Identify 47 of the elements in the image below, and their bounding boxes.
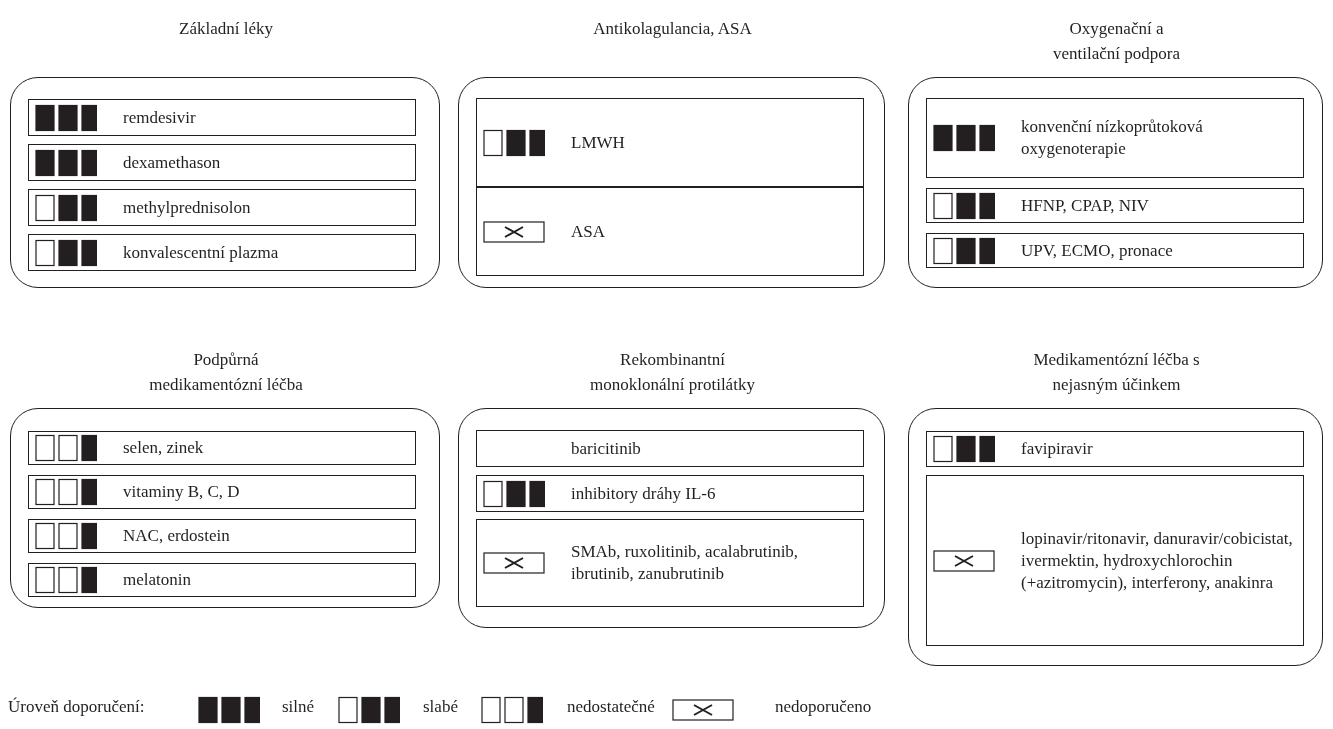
treatment-row — [28, 234, 416, 271]
treatment-name: konvenční nízkoprůtoková oxygenoterapie — [1021, 116, 1204, 160]
treatment-row — [28, 431, 416, 465]
treatment-name: methylprednisolon — [123, 196, 252, 219]
group-heading: Rekombinantní monoklonální protilátky — [589, 349, 756, 396]
treatment-row — [28, 563, 416, 597]
group-heading: Medikamentózní léčba s nejasným účinkem — [1032, 349, 1201, 396]
legend-text: nedoporučeno — [775, 697, 872, 717]
treatment-row — [926, 188, 1304, 223]
treatment-name: UPV, ECMO, pronace — [1021, 239, 1174, 262]
treatment-name: melatonin — [123, 569, 192, 591]
treatment-row — [476, 475, 864, 512]
treatment-row — [28, 475, 416, 509]
legend-text: nedostatečné — [567, 697, 655, 717]
treatment-name: LMWH — [571, 131, 626, 154]
treatment-name: HFNP, CPAP, NIV — [1021, 194, 1150, 217]
treatment-row — [476, 98, 864, 187]
legend-text: silné — [282, 697, 315, 717]
group-heading: Oxygenační a ventilační podpora — [1052, 18, 1181, 65]
treatment-name: dexamethason — [123, 151, 222, 174]
treatment-name: lopinavir/ritonavir, danuravir/cobicistat, ivermektin, hydroxychlorochin (+azitromycin), interferony, anakinra — [1021, 527, 1294, 594]
treatment-name: favipiravir — [1021, 438, 1094, 460]
group-heading: Antikolagulancia, ASA — [592, 18, 753, 40]
treatment-name: ASA — [571, 220, 606, 243]
legend-heading: Úroveň doporučení: — [8, 697, 145, 717]
treatment-row — [28, 519, 416, 553]
treatment-row — [926, 475, 1304, 646]
treatment-name: vitaminy B, C, D — [123, 481, 241, 503]
legend-text: slabé — [423, 697, 458, 717]
group-heading: Podpůrná medikamentózní léčba — [148, 349, 304, 396]
treatment-name: SMAb, ruxolitinib, acalabrutinib, ibrutinib, zanubrutinib — [571, 541, 800, 585]
group-heading: Základní léky — [178, 18, 274, 40]
treatment-name: baricitinib — [571, 437, 642, 460]
treatment-name: remdesivir — [123, 106, 197, 129]
treatment-row — [926, 98, 1304, 178]
treatment-row — [476, 187, 864, 276]
treatment-name: NAC, erdostein — [123, 525, 231, 547]
treatment-name: selen, zinek — [123, 437, 205, 459]
treatment-row — [476, 430, 864, 467]
treatment-row — [28, 99, 416, 136]
treatment-row — [476, 519, 864, 607]
treatment-name: konvalescentní plazma — [123, 241, 280, 264]
treatment-row — [926, 233, 1304, 268]
treatment-row — [28, 189, 416, 226]
treatment-row — [926, 431, 1304, 467]
treatment-row — [28, 144, 416, 181]
treatment-name: inhibitory dráhy IL-6 — [571, 482, 717, 505]
